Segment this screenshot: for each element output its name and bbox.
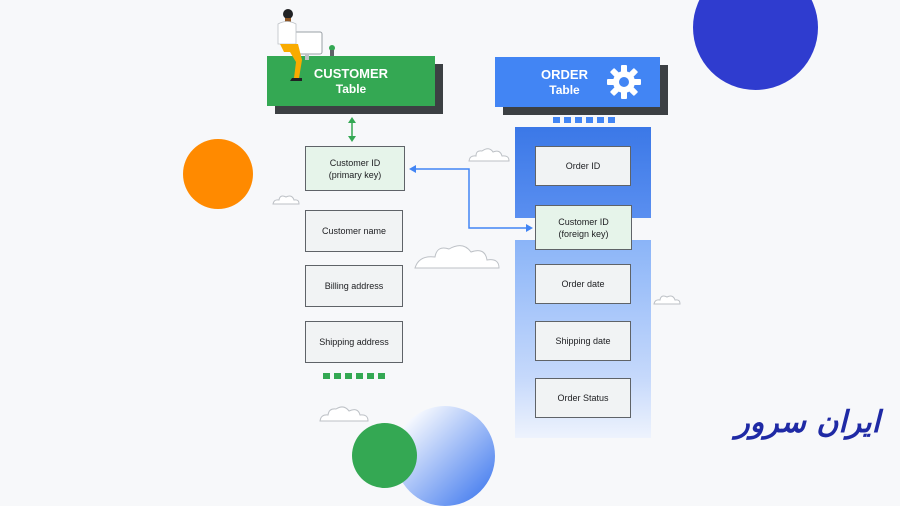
gear-icon: [607, 65, 641, 99]
order-field-order-date: Order date: [535, 264, 631, 304]
order-field-shipping-date: Shipping date: [535, 321, 631, 361]
customer-field-customer-name: Customer name: [305, 210, 403, 252]
field-label: Order Status: [557, 393, 609, 403]
order-table-subtitle: Table: [549, 82, 580, 97]
customer-field-billing-address: Billing address: [305, 265, 403, 307]
field-label: Billing address: [324, 281, 384, 291]
field-label: Order ID: [565, 161, 601, 171]
order-table-header: ORDER Table: [495, 57, 660, 107]
field-label: Customer ID (foreign key): [558, 216, 609, 239]
cloud-icon: [319, 406, 369, 422]
customer-table-title: CUSTOMER: [313, 65, 389, 81]
customer-table-subtitle: Table: [335, 81, 367, 96]
order-field-order-id: Order ID: [535, 146, 631, 186]
customer-field-customer-id: Customer ID (primary key): [305, 146, 405, 191]
field-label: Shipping address: [319, 337, 389, 347]
relationship-connectors: [348, 117, 533, 232]
field-label: Order date: [561, 279, 605, 289]
person-at-desk-illustration: [277, 9, 335, 81]
field-label: Shipping date: [555, 336, 611, 346]
cloud-icon: [272, 195, 300, 205]
orange-circle: [183, 139, 253, 209]
customer-dots-separator: [323, 373, 385, 379]
field-label: Customer name: [321, 226, 387, 236]
cloud-icon: [414, 245, 500, 269]
cloud-icon: [653, 295, 681, 305]
brand-logo: ایران سرور: [735, 405, 880, 440]
customer-table-header: CUSTOMER Table: [267, 56, 435, 106]
customer-field-shipping-address: Shipping address: [305, 321, 403, 363]
order-table-title: ORDER: [541, 66, 588, 82]
order-dots-separator: [553, 117, 615, 123]
order-field-order-status: Order Status: [535, 378, 631, 418]
field-label: Customer ID (primary key): [328, 157, 382, 180]
cloud-icon: [468, 148, 510, 162]
order-field-customer-id: Customer ID (foreign key): [535, 205, 632, 250]
